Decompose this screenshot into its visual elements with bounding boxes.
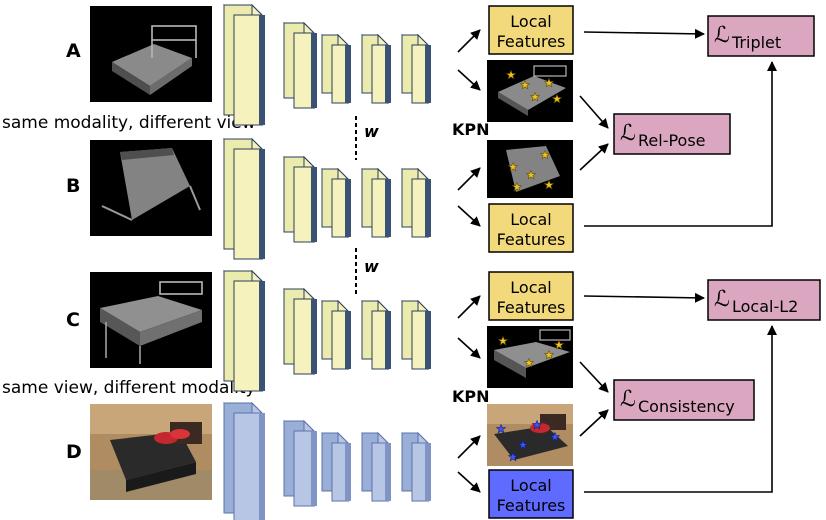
row-label-b: B xyxy=(66,175,80,197)
network-c xyxy=(222,269,431,393)
arrow-features-b-to-triplet xyxy=(584,61,777,227)
keypoints-image-c xyxy=(487,326,573,388)
row-label-c: C xyxy=(66,309,80,331)
local-features-c-line1: Local xyxy=(510,278,551,297)
arrow-b-keypoints xyxy=(457,167,481,191)
network-c-layer-4-edge xyxy=(385,311,391,369)
local-features-a-line1: Local xyxy=(510,12,551,31)
loss-consistency: ℒ Consistency xyxy=(613,379,755,421)
arrow-d-keypoints xyxy=(457,435,481,459)
network-c-layer-3-edge xyxy=(345,311,351,369)
input-image-d xyxy=(90,404,212,500)
caption-same-modality: same modality, different view xyxy=(2,113,256,133)
loss-triplet: ℒ Triplet xyxy=(707,15,815,57)
arrow-c-features xyxy=(457,295,481,319)
loss-rel-pose-subscript: Rel-Pose xyxy=(638,131,706,150)
local-features-c-line2: Features xyxy=(497,298,566,317)
network-b-layer-2-edge xyxy=(311,167,317,242)
network-b xyxy=(222,137,431,261)
arrow-a-features xyxy=(457,29,481,53)
row-label-a: A xyxy=(66,40,81,62)
network-b-layer-4-edge xyxy=(385,179,391,237)
network-b-layer-1-edge xyxy=(259,149,265,259)
loss-local-l2: ℒ Local-L2 xyxy=(707,279,821,321)
network-c-layer-2-edge xyxy=(311,299,317,374)
arrow-keypoints-b-to-relpose xyxy=(579,143,609,171)
arrow-a-keypoints xyxy=(457,69,481,91)
network-d-layer-3-edge xyxy=(345,443,351,501)
arrow-b-features xyxy=(457,205,481,227)
network-a-layer-4-edge xyxy=(385,45,391,103)
local-features-d-line1: Local xyxy=(510,476,551,495)
row-label-d: D xyxy=(66,441,82,463)
input-image-c xyxy=(90,272,212,368)
arrow-keypoints-d-to-consistency xyxy=(579,409,609,437)
shared-weights-ab-label: w xyxy=(364,122,379,141)
network-c-layer-5-edge xyxy=(425,311,431,369)
network-d-layer-5-edge xyxy=(425,443,431,501)
network-a-layer-5-edge xyxy=(425,45,431,103)
keypoints-image-b xyxy=(487,140,573,198)
local-features-b-line1: Local xyxy=(510,210,551,229)
loss-triplet-symbol: ℒ xyxy=(714,23,730,48)
caption-same-view: same view, different modality xyxy=(2,378,256,398)
network-d xyxy=(222,401,431,520)
network-d-layer-4-edge xyxy=(385,443,391,501)
network-d-layer-2-edge xyxy=(311,431,317,506)
network-a-layer-2-edge xyxy=(311,33,317,108)
arrow-features-c-to-local-l2 xyxy=(583,292,705,303)
local-features-a: Local Features xyxy=(488,5,574,55)
network-a xyxy=(222,3,431,127)
network-c-layer-1-back xyxy=(233,280,263,392)
loss-local-l2-subscript: Local-L2 xyxy=(732,297,798,316)
loss-triplet-subscript: Triplet xyxy=(731,33,781,52)
network-a-layer-1-edge xyxy=(259,15,265,125)
network-d-layer-1-edge xyxy=(259,413,265,520)
local-features-d: Local Features xyxy=(488,469,574,519)
kpn-label-ab: KPN xyxy=(452,120,490,139)
input-image-a xyxy=(90,6,212,102)
shared-weights-bc-label: w xyxy=(364,257,379,276)
network-b-layer-3-edge xyxy=(345,179,351,237)
kpn-label-cd: KPN xyxy=(452,387,490,406)
local-features-b: Local Features xyxy=(488,203,574,253)
keypoints-image-a xyxy=(487,60,573,122)
loss-consistency-symbol: ℒ xyxy=(620,387,636,412)
network-a-layer-3-edge xyxy=(345,45,351,103)
network-b-layer-1-back xyxy=(233,148,263,260)
network-a-layer-1-back xyxy=(233,14,263,126)
arrow-features-a-to-triplet xyxy=(583,28,705,39)
network-b-layer-5-edge xyxy=(425,179,431,237)
loss-consistency-subscript: Consistency xyxy=(638,397,735,416)
arrow-features-d-to-local-l2 xyxy=(584,325,777,493)
arrow-keypoints-c-to-consistency xyxy=(579,361,609,393)
input-image-b xyxy=(90,140,212,236)
local-features-a-line2: Features xyxy=(497,32,566,51)
loss-rel-pose-symbol: ℒ xyxy=(620,121,636,146)
local-features-c: Local Features xyxy=(488,271,574,321)
loss-rel-pose: ℒ Rel-Pose xyxy=(613,113,731,155)
arrow-keypoints-a-to-relpose xyxy=(579,95,609,129)
keypoints-image-d xyxy=(487,404,573,466)
arrow-d-features xyxy=(457,471,481,493)
network-d-layer-1-back xyxy=(233,412,263,520)
arrow-c-keypoints xyxy=(457,337,481,359)
local-features-d-line2: Features xyxy=(497,496,566,515)
local-features-b-line2: Features xyxy=(497,230,566,249)
network-c-layer-1-edge xyxy=(259,281,265,391)
loss-local-l2-symbol: ℒ xyxy=(714,287,730,312)
